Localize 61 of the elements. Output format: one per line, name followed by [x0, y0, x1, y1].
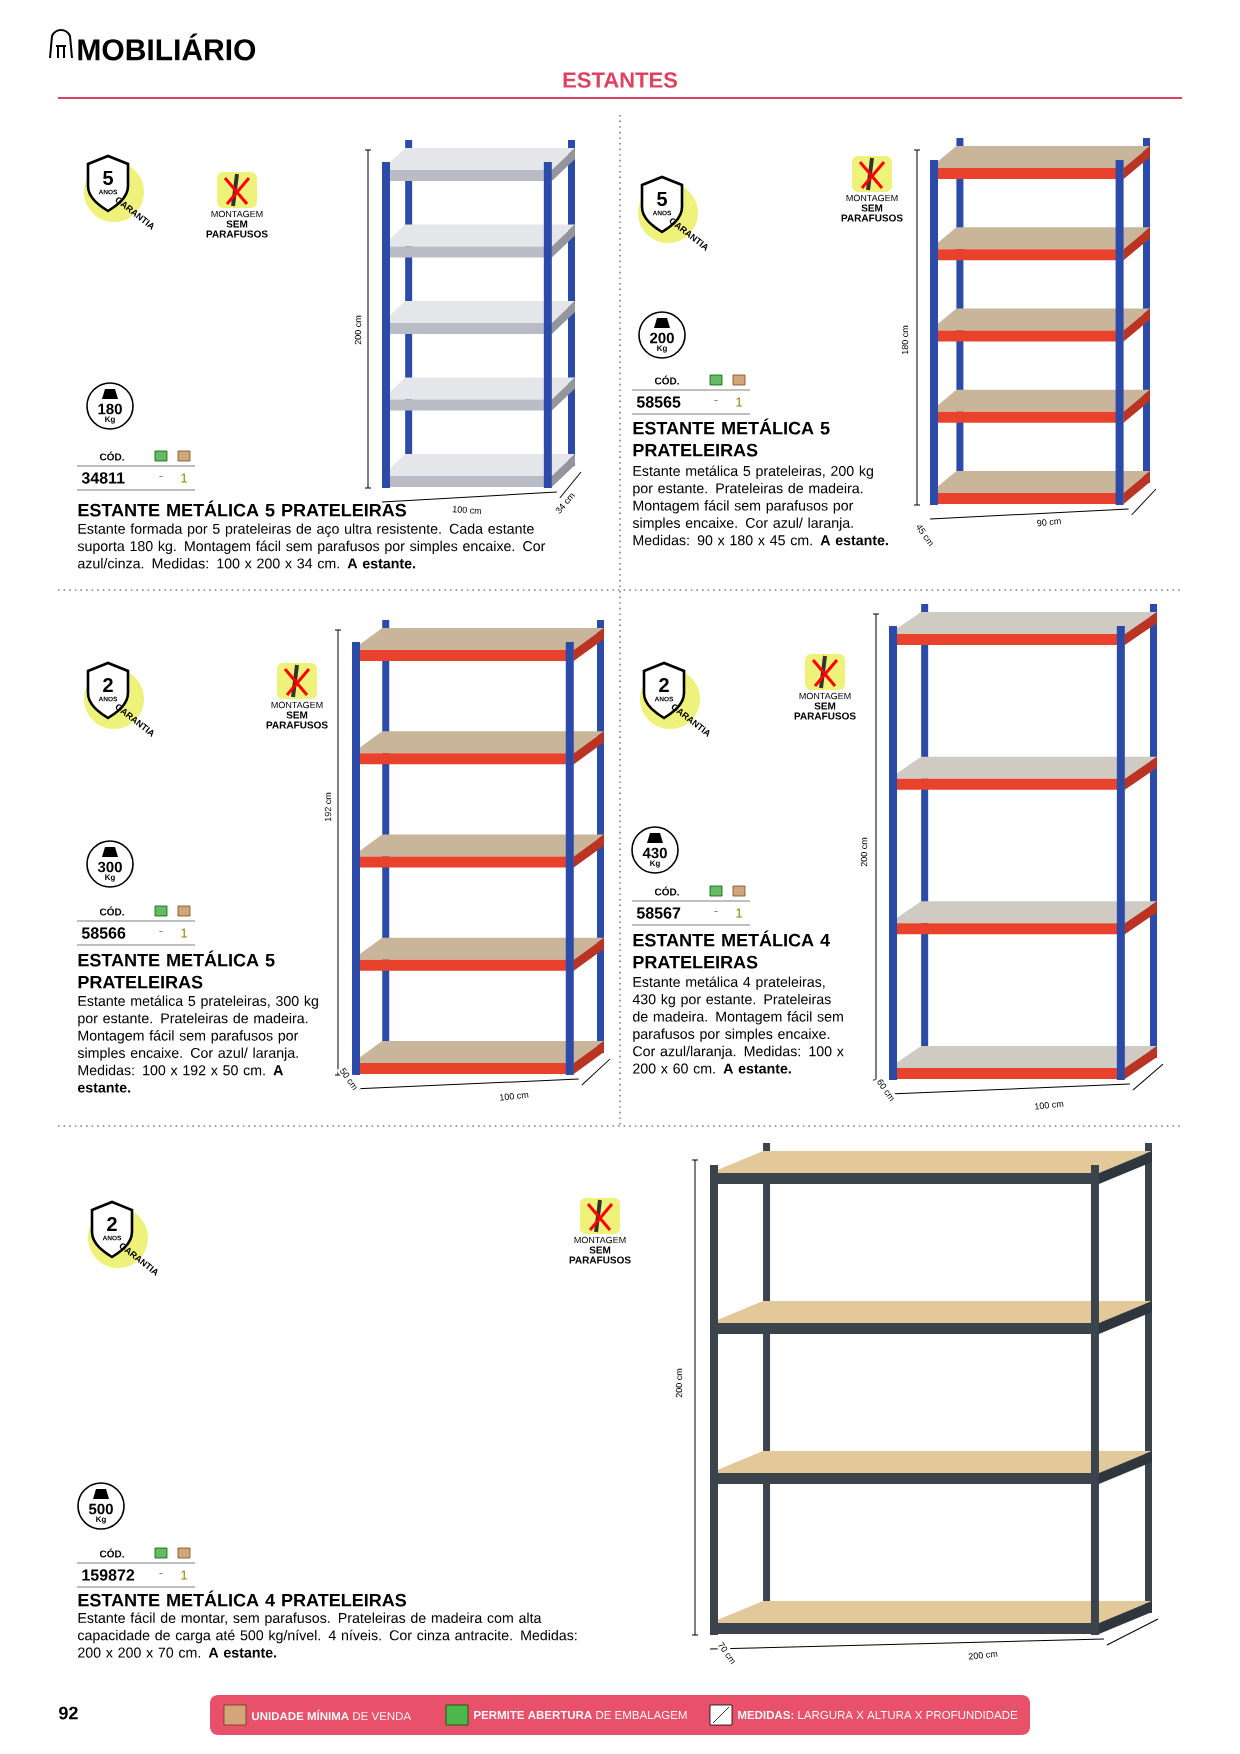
dimension-label: 50 cm — [336, 1064, 362, 1094]
legend-text: UNIDADE MÍNIMA DE VENDA — [252, 1709, 412, 1721]
table-cell: 1 — [736, 397, 742, 407]
dimension-label: 180 cm — [899, 323, 911, 357]
product-description: Estante fácil de montar, sem parafusos. Prateleiras de madeira com alta capacidade de carga até 500 kg/nível. 4 níveis. Cor cinza antracite. Medidas: 200 x 200 x 70 cm. A estante. — [78, 1612, 577, 1658]
product-code: 58565 — [636, 396, 681, 408]
dimension-label: 192 cm — [322, 790, 334, 824]
dimension-label: 100 cm — [496, 1089, 532, 1103]
dimension-label: 200 cm — [858, 835, 870, 869]
table-header: CÓD. — [654, 886, 679, 896]
legend-text: MEDIDAS: LARGURA X ALTURA X PROFUNDIDADE — [738, 1710, 1018, 1720]
table-header: CÓD. — [99, 1548, 124, 1558]
no-screws-badge: MONTAGEM SEM PARAFUSOS — [841, 156, 903, 222]
table-cell: - — [714, 400, 718, 402]
table-cell: - — [159, 476, 163, 478]
product-title: ESTANTE METÁLICA 4 PRATELEIRAS — [78, 1590, 407, 1607]
table-cell: - — [159, 931, 163, 933]
weight-capacity-badge: 300 Kg — [86, 840, 134, 888]
dimension-label: 200 cm — [352, 313, 364, 347]
product-description: Estante formada por 5 prateleiras de aço ultra resistente. Cada estante suporta 180 kg. Montagem fácil sem parafusos por simples encaixe. Cor azul/cinza. Medidas: 100 x 200 x 34 cm. A estante. — [77, 523, 546, 569]
product-title: ESTANTE METÁLICA 5 PRATELEIRAS — [633, 418, 830, 457]
table-cell: 1 — [736, 908, 742, 918]
product-description: Estante metálica 4 prateleiras, 430 kg por estante. Prateleiras de madeira. Montagem fácil sem parafusos por simples encaixe. Cor azul/laranja. Medidas: 100 x 200 x 60 cm. A estante. — [632, 976, 844, 1074]
product-description: Estante metálica 5 prateleiras, 300 kg por estante. Prateleiras de madeira. Montagem fácil sem parafusos por simples encaixe. Cor azul/ laranja. Medidas: 100 x 192 x 50 cm. A estante. — [77, 995, 318, 1093]
no-screws-badge: MONTAGEM SEM PARAFUSOS — [206, 172, 268, 238]
dimension-label: 70 cm — [714, 1638, 740, 1668]
weight-capacity-badge: 180 Kg — [86, 382, 134, 430]
dimension-label: 200 cm — [965, 1648, 1001, 1662]
dimension-label: 60 cm — [873, 1075, 899, 1105]
dimension-label: 34 cm — [551, 488, 579, 518]
dimension-label: 200 cm — [673, 1366, 685, 1400]
no-screws-badge: MONTAGEM SEM PARAFUSOS — [794, 654, 856, 720]
dimension-label: 90 cm — [1034, 515, 1064, 529]
product-description: Estante metálica 5 prateleiras, 200 kg por estante. Prateleiras de madeira. Montagem fácil sem parafusos por simples encaixe. Cor azul/ laranja. Medidas: 90 x 180 x 45 cm. A estante. — [632, 465, 888, 546]
no-screws-badge: MONTAGEM SEM PARAFUSOS — [266, 663, 328, 729]
weight-capacity-badge: 500 Kg — [77, 1482, 125, 1530]
weight-capacity-badge: 430 Kg — [631, 826, 679, 874]
dimension-label: 100 cm — [1031, 1098, 1067, 1112]
table-cell: - — [159, 1573, 163, 1575]
table-cell: - — [714, 911, 718, 913]
product-title: ESTANTE METÁLICA 5 PRATELEIRAS — [78, 500, 407, 517]
product-code: 159872 — [82, 1569, 135, 1581]
table-header: CÓD. — [654, 375, 679, 385]
page-heading: MOBILIÁRIO — [78, 33, 256, 61]
product-code: 34811 — [81, 472, 125, 484]
weight-capacity-badge: 200 Kg — [638, 311, 686, 359]
product-title: ESTANTE METÁLICA 4 PRATELEIRAS — [633, 930, 830, 969]
table-header: CÓD. — [99, 451, 124, 461]
product-code: 58566 — [81, 927, 126, 939]
dimension-label: 45 cm — [912, 520, 938, 550]
product-title: ESTANTE METÁLICA 5 PRATELEIRAS — [78, 950, 275, 989]
table-header: CÓD. — [99, 906, 124, 916]
table-cell: 1 — [181, 1570, 187, 1580]
legend-text: PERMITE ABERTURA DE EMBALAGEM — [474, 1710, 687, 1720]
dimension-label: 100 cm — [449, 503, 485, 517]
product-code: 58567 — [636, 907, 681, 919]
page-number: 92 — [59, 1706, 78, 1720]
no-screws-badge: MONTAGEM SEM PARAFUSOS — [569, 1198, 631, 1264]
table-cell: 1 — [181, 473, 187, 483]
table-cell: 1 — [181, 928, 187, 938]
section-heading: ESTANTES — [563, 72, 677, 88]
